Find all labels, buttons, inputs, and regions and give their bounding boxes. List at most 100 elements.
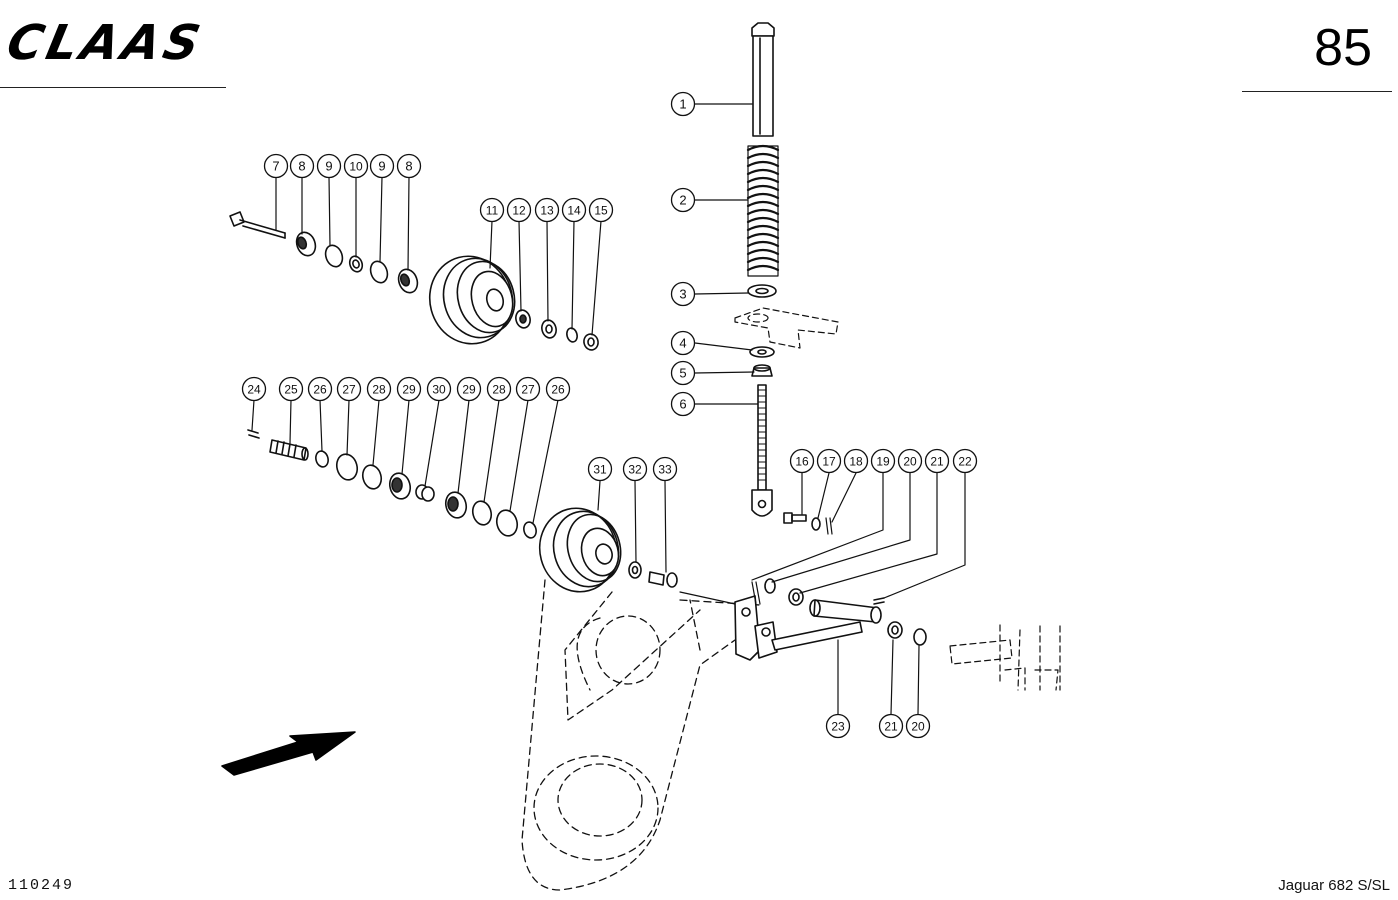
circlip-part-27a (335, 453, 359, 481)
callout-label: 25 (284, 383, 298, 397)
page-number: 85 (1314, 19, 1372, 77)
axle-part-25 (269, 439, 309, 461)
callout-circle (307, 376, 333, 402)
split-pin-part-18 (825, 517, 833, 535)
frame-outline-dashed (949, 624, 1061, 691)
callout-label: 19 (876, 455, 890, 469)
callout-label: 15 (594, 204, 608, 218)
callout-label: 27 (342, 383, 356, 397)
spacer-part-30 (415, 484, 435, 502)
shim-part-28a (361, 464, 383, 490)
callout-circle (952, 448, 978, 474)
callout-label: 14 (567, 204, 581, 218)
washer-part-20b (913, 628, 927, 646)
callout-circle (289, 153, 315, 179)
callout-c1: 1 (670, 91, 696, 117)
callout-label: 29 (462, 383, 476, 397)
callout-label: 2 (679, 193, 686, 208)
bolt-part-33 (648, 571, 678, 588)
eye-bolt-part-6 (751, 384, 773, 517)
callout-c31: 31 (587, 456, 613, 482)
circlip-part-27b (495, 509, 519, 537)
callout-circle (588, 197, 614, 223)
bolt-part-16 (783, 512, 807, 524)
header-rule-left (0, 87, 226, 88)
nut-part-15 (583, 333, 599, 351)
callout-c14: 14 (561, 197, 587, 223)
callout-circle (366, 376, 392, 402)
callout-label: 9 (378, 159, 385, 174)
callout-c29b: 29 (456, 376, 482, 402)
callout-c8a: 8 (289, 153, 315, 179)
grease-nipple-part-22 (873, 597, 885, 605)
callout-circle (263, 153, 289, 179)
bearing-part-29b (444, 491, 468, 519)
callout-circle (396, 376, 422, 402)
pulley-part-31 (538, 507, 622, 593)
nut-part-5 (751, 364, 773, 377)
pin-part-19 (751, 581, 761, 605)
callout-label: 5 (679, 366, 686, 381)
callout-label: 4 (679, 336, 686, 351)
callout-c3: 3 (670, 281, 696, 307)
grease-nipple-part-24 (247, 429, 260, 439)
callout-c23: 23 (825, 713, 851, 739)
callout-circle (670, 391, 696, 417)
callout-label: 28 (492, 383, 506, 397)
callout-circle (670, 281, 696, 307)
callout-c29a: 29 (396, 376, 422, 402)
callout-c19: 19 (870, 448, 896, 474)
callout-c32: 32 (622, 456, 648, 482)
callout-circle (843, 448, 869, 474)
washer-part-13 (541, 319, 557, 339)
callout-label: 9 (325, 159, 332, 174)
callout-label: 24 (247, 383, 261, 397)
callout-label: 20 (911, 720, 925, 734)
callout-c21b: 21 (878, 713, 904, 739)
callout-circle (789, 448, 815, 474)
callout-c11: 11 (479, 197, 505, 223)
callout-label: 11 (486, 204, 499, 218)
callout-circle (396, 153, 422, 179)
callout-c30: 30 (426, 376, 452, 402)
callout-circle (905, 713, 931, 739)
tension-rod-part-1 (751, 22, 775, 137)
washer-part-12 (515, 309, 531, 329)
washer-part-4 (749, 346, 775, 358)
callout-c17: 17 (816, 448, 842, 474)
callout-circle (456, 376, 482, 402)
callout-circle (278, 376, 304, 402)
callout-c5: 5 (670, 360, 696, 386)
callout-c7: 7 (263, 153, 289, 179)
callout-c26b: 26 (545, 376, 571, 402)
callout-c24: 24 (241, 376, 267, 402)
callout-circle (506, 197, 532, 223)
callout-circle (897, 448, 923, 474)
callout-circle (343, 153, 369, 179)
bush-part-21b (887, 621, 903, 639)
callout-circle (561, 197, 587, 223)
callout-label: 33 (658, 463, 672, 477)
callout-label: 16 (795, 455, 809, 469)
callout-label: 7 (272, 159, 279, 174)
callout-c28b: 28 (486, 376, 512, 402)
leader-lines (251, 103, 966, 715)
callout-circle (479, 197, 505, 223)
bush-part-21a (788, 588, 804, 606)
callout-circle (336, 376, 362, 402)
ring-part-26a (315, 450, 329, 468)
callout-label: 26 (551, 383, 565, 397)
callout-circle (486, 376, 512, 402)
callout-c16: 16 (789, 448, 815, 474)
callout-circle (870, 448, 896, 474)
callout-label: 31 (593, 463, 607, 477)
callout-label: 27 (521, 383, 535, 397)
washer-part-17 (811, 517, 821, 531)
callout-c21a: 21 (924, 448, 950, 474)
callout-c12: 12 (506, 197, 532, 223)
callout-c25: 25 (278, 376, 304, 402)
callout-circle (670, 187, 696, 213)
